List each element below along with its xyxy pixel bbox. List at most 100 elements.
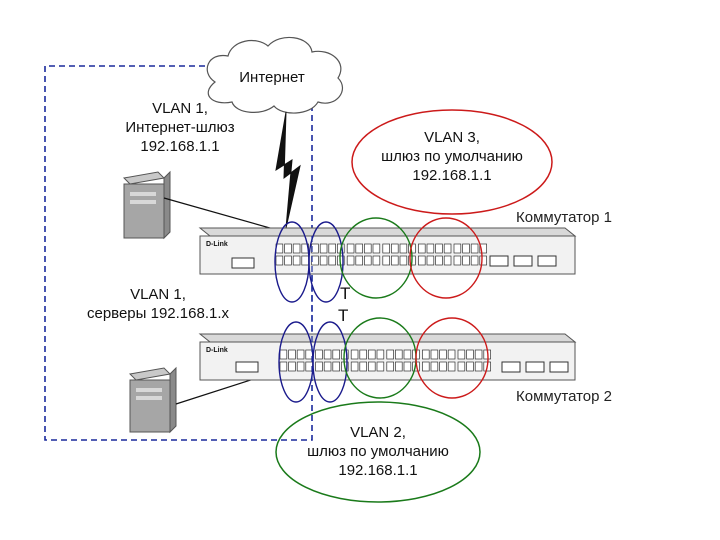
switch-port [346, 243, 355, 254]
vlan1-port-group [308, 221, 344, 303]
server-icon [122, 170, 171, 240]
switch-port [439, 361, 447, 372]
switch-port [296, 361, 305, 372]
switch-port [457, 361, 466, 372]
switch-port [328, 243, 336, 254]
switch-port [301, 255, 309, 266]
vlan3-callout [351, 109, 553, 215]
switch-port [447, 349, 456, 360]
lightning-link-icon [275, 111, 301, 229]
switch-port [328, 255, 336, 266]
switch-2: D-Link [198, 333, 577, 381]
switch-port [288, 349, 296, 360]
switch-port [462, 243, 470, 254]
switch-port [275, 255, 284, 266]
switch-port [296, 349, 305, 360]
switch-port [403, 349, 412, 360]
vlan2-label: VLAN 2, шлюз по умолчанию 192.168.1.1 [307, 424, 449, 479]
switch-port [382, 255, 390, 266]
switch-port [279, 349, 288, 360]
switch-port [447, 361, 456, 372]
switch-port [466, 349, 474, 360]
switch-port [462, 255, 470, 266]
switch-port [470, 243, 479, 254]
switch-port [399, 255, 408, 266]
vlan3-label: VLAN 3, шлюз по умолчанию 192.168.1.1 [381, 129, 523, 184]
switch-1: D-Link [198, 227, 577, 275]
switch1-name: Коммутатор 1 [516, 209, 612, 226]
vlan1-servers-label: VLAN 1, серверы 192.168.1.x [86, 286, 230, 322]
switch-port [479, 243, 487, 254]
switch-port [470, 255, 479, 266]
switch-port [474, 361, 483, 372]
switch-port [323, 349, 332, 360]
switch-port [359, 361, 367, 372]
switch-port [430, 349, 439, 360]
vlan3-port-group [409, 217, 483, 299]
server1-cable [163, 197, 285, 233]
switch-port [364, 255, 372, 266]
trunk-tag: T [338, 306, 349, 325]
switch-port [399, 243, 408, 254]
switch-port [435, 255, 443, 266]
switch2-name: Коммутатор 2 [516, 388, 612, 405]
switch-port [355, 243, 363, 254]
switch-port [386, 349, 394, 360]
switch-port [435, 243, 443, 254]
switch-port [279, 361, 288, 372]
switch-port [350, 349, 359, 360]
switch-port [311, 255, 319, 266]
switch-port [403, 361, 412, 372]
vlan2-callout [275, 401, 481, 503]
switch-port [395, 349, 403, 360]
switch-port [350, 361, 359, 372]
switch-port [430, 361, 439, 372]
switch-port [457, 349, 466, 360]
switch-port [474, 349, 483, 360]
switch-port [422, 349, 430, 360]
switch-port [355, 255, 363, 266]
vlan1-dashed-boundary [44, 65, 313, 441]
switch-port [284, 255, 292, 266]
server-icon [128, 366, 177, 434]
svg-text:D-Link: D-Link [206, 241, 228, 248]
switch-port [479, 255, 487, 266]
switch-port [426, 243, 435, 254]
switch-port [292, 243, 301, 254]
vlan1-gateway-label: VLAN 1, Интернет-шлюз 192.168.1.1 [125, 100, 235, 155]
switch-port [386, 361, 394, 372]
switch-port [376, 349, 385, 360]
switch-port [368, 349, 376, 360]
svg-text:D-Link: D-Link [206, 347, 228, 354]
switch-port [292, 255, 301, 266]
switch-port [382, 243, 390, 254]
switch-port [368, 361, 376, 372]
switch-port [418, 255, 426, 266]
switch-port [319, 243, 328, 254]
switch-port [422, 361, 430, 372]
vlan2-port-group [339, 217, 413, 299]
switch-port [364, 243, 372, 254]
switch-port [426, 255, 435, 266]
switch-port [319, 255, 328, 266]
switch-port [453, 255, 462, 266]
switch-port [391, 243, 399, 254]
switch-port [443, 255, 452, 266]
switch-port [315, 361, 323, 372]
switch-port [372, 243, 381, 254]
trunk-tag: T [340, 284, 351, 303]
vlan1-port-group [312, 321, 348, 403]
switch-port [315, 349, 323, 360]
switch-port [439, 349, 447, 360]
switch-port [288, 361, 296, 372]
switch-port [443, 243, 452, 254]
switch-port [391, 255, 399, 266]
switch-port [372, 255, 381, 266]
switch-port [453, 243, 462, 254]
switch-port [323, 361, 332, 372]
switch-port [332, 349, 340, 360]
cloud-label: Интернет [239, 69, 305, 86]
switch-port [466, 361, 474, 372]
switch-port [395, 361, 403, 372]
